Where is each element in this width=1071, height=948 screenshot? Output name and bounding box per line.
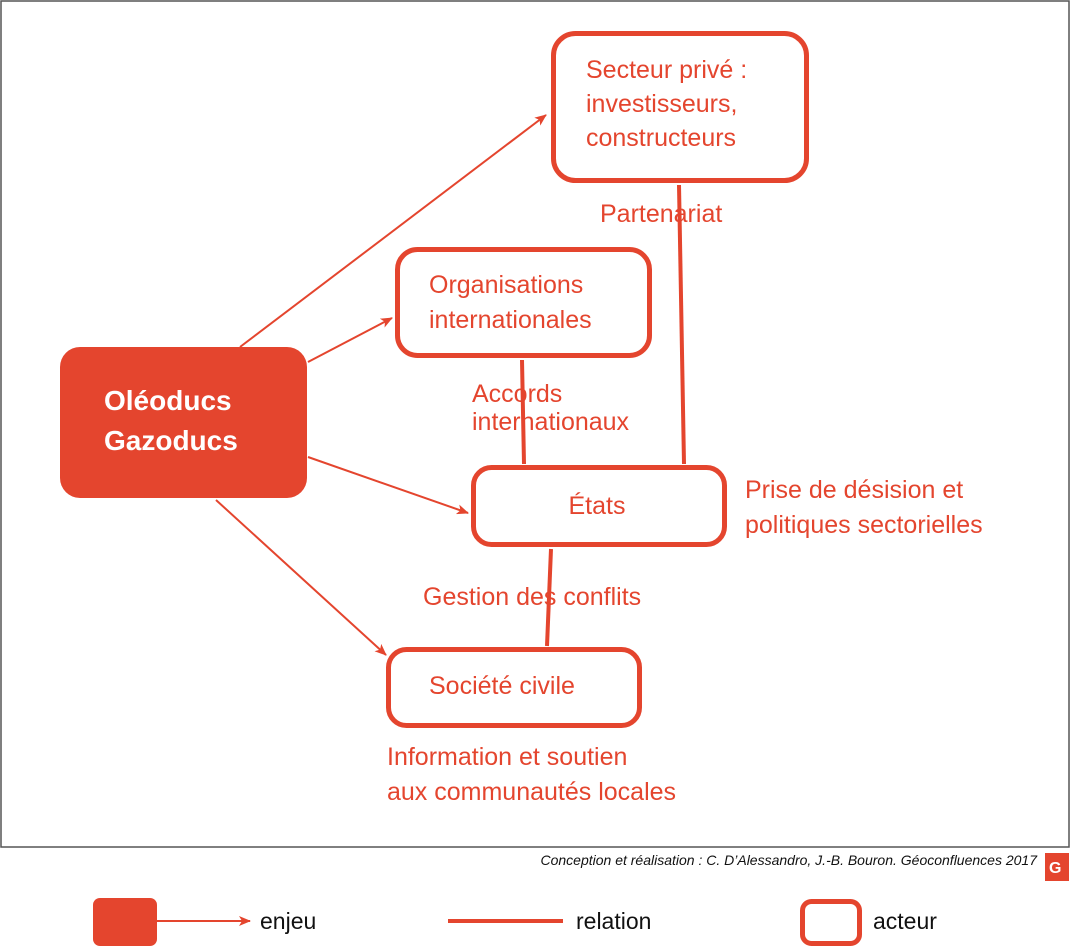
center-label-1: Oléoducs (104, 385, 232, 416)
civil-note-2: aux communautés locales (387, 778, 676, 806)
states-label: États (569, 491, 626, 520)
legend-enjeu-label: enjeu (260, 908, 316, 934)
legend-enjeu-swatch (93, 898, 157, 946)
private-label-1: Secteur privé : (586, 56, 747, 84)
legend-acteur-label: acteur (873, 908, 937, 934)
civil-note-1: Information et soutien (387, 743, 627, 771)
center-label-2: Gazoducs (104, 425, 238, 456)
civil-label: Société civile (429, 672, 575, 700)
center-node-pipelines (60, 347, 307, 498)
relation-accords-label-1: Accords (472, 380, 562, 408)
legend-relation-label: relation (576, 908, 651, 934)
actor-civil-society (386, 647, 642, 728)
intl-label-1: Organisations (429, 271, 583, 299)
svg-text:G: G (1049, 860, 1061, 877)
arrow-to-states (307, 456, 469, 515)
states-note-1: Prise de désision et (745, 476, 963, 504)
geoconfluences-logo: G (1045, 853, 1069, 881)
legend-acteur-swatch (800, 899, 862, 946)
private-label-2: investisseurs, (586, 90, 737, 118)
relation-accords-line (520, 359, 526, 465)
arrow-to-intl-orgs (307, 317, 393, 363)
relation-gestion-label: Gestion des conflits (423, 583, 641, 611)
relation-partenariat-label: Partenariat (600, 200, 722, 228)
diagram-frame (0, 0, 1070, 848)
private-label-3: constructeurs (586, 124, 736, 152)
actor-intl-orgs (395, 247, 652, 358)
relation-partenariat-line (677, 184, 686, 465)
relation-accords-label-2: internationaux (472, 408, 630, 436)
intl-label-2: internationales (429, 306, 592, 334)
actor-private-sector (551, 31, 809, 183)
relation-gestion-line (545, 548, 553, 647)
credit-text: Conception et réalisation : C. D’Alessan… (540, 852, 1038, 868)
arrow-to-civil-society (215, 499, 387, 656)
actor-states (471, 465, 727, 547)
states-note-2: politiques sectorielles (745, 511, 983, 539)
arrow-to-private-sector (239, 114, 547, 348)
